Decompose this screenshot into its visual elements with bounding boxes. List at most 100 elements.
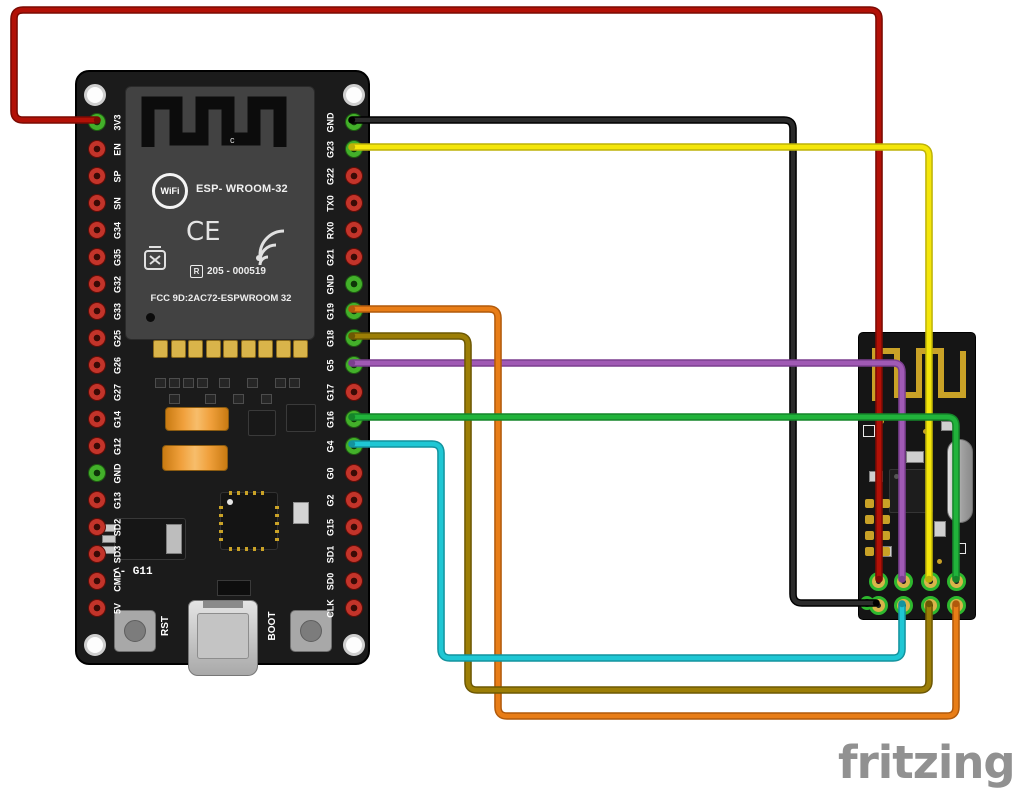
compliance-icon (144, 246, 166, 270)
rst-button-cap[interactable] (124, 620, 146, 642)
ce-mark: CE (186, 217, 221, 247)
castellated-pad (170, 340, 186, 358)
esp32-pin-rx0-right[interactable] (345, 221, 363, 239)
via-dot (923, 429, 928, 434)
esp32-pin-sn-left[interactable] (88, 194, 106, 212)
esp32-pin-g15-right[interactable] (345, 518, 363, 536)
module-dot (146, 313, 155, 322)
castellated-pad (240, 340, 256, 358)
esp32-pin-5v-left[interactable] (88, 599, 106, 617)
spare-pad (865, 499, 874, 508)
esp32-pin-gnd-left[interactable] (88, 464, 106, 482)
esp32-pin-label: CLK (325, 598, 336, 618)
esp32-pin-sd1-right[interactable] (345, 545, 363, 563)
smd-part (289, 378, 300, 388)
castellated-pad (188, 340, 203, 358)
mounting-hole (84, 84, 106, 106)
esp32-pin-g13-left[interactable] (88, 491, 106, 509)
smd-part (205, 394, 216, 404)
esp32-pin-g27-left[interactable] (88, 383, 106, 401)
esp32-pin-g35-left[interactable] (88, 248, 106, 266)
transistor (248, 410, 276, 436)
esp32-pin-g19-right[interactable] (345, 302, 363, 320)
boot-button[interactable] (290, 610, 332, 652)
esp32-pin-g32-left[interactable] (88, 275, 106, 293)
esp32-pin-g18-right[interactable] (345, 329, 363, 347)
esp32-pin-g4-right[interactable] (345, 437, 363, 455)
smd-part (233, 394, 244, 404)
spare-pad (881, 531, 890, 540)
esp32-pin-gnd-right[interactable] (345, 113, 363, 131)
nrf24-header-pin-r2c4[interactable] (946, 595, 966, 615)
smd-part (155, 378, 166, 388)
r-mark: R (190, 265, 203, 278)
wire-cyan-g4[interactable] (348, 440, 906, 662)
esp32-pin-g26-left[interactable] (88, 356, 106, 374)
esp32-pin-g5-right[interactable] (345, 356, 363, 374)
esp32-pin-3v3-left[interactable] (88, 113, 106, 131)
capacitor (162, 445, 228, 471)
esp32-pin-g0-right[interactable] (345, 464, 363, 482)
esp32-pin-sp-left[interactable] (88, 167, 106, 185)
castellated-pad (293, 340, 308, 358)
nrf24l01-module[interactable] (858, 332, 976, 620)
esp32-pin-sd2-left[interactable] (88, 518, 106, 536)
mounting-hole (343, 84, 365, 106)
nrf24-header-pin-r1c1[interactable] (868, 571, 888, 591)
esp32-pin-sd3-left[interactable] (88, 545, 106, 563)
nrf24-header-pin-r1c4[interactable] (946, 571, 966, 591)
spare-pad (881, 547, 890, 556)
smd-part (169, 394, 180, 404)
castellated-pad (153, 340, 168, 358)
esp32-pin-sd0-right[interactable] (345, 572, 363, 590)
smd-part (261, 394, 272, 404)
wire-black-gnd[interactable] (348, 116, 880, 607)
esp32-pin-g21-right[interactable] (345, 248, 363, 266)
capacitor (869, 471, 883, 482)
nrf24-header-pin-r2c3[interactable] (920, 595, 940, 615)
esp32-pin-en-left[interactable] (88, 140, 106, 158)
nrf24-header-pin-r1c2[interactable] (893, 571, 913, 591)
nrf24-header-pin-r2c2[interactable] (893, 595, 913, 615)
nrf24-header-pin-r1c3[interactable] (920, 571, 940, 591)
antenna-mark-label: c (230, 135, 235, 145)
esp32-pin-g25-left[interactable] (88, 329, 106, 347)
voltage-regulator (114, 518, 186, 560)
boot-button-cap[interactable] (300, 620, 322, 642)
esp32-pin-g12-left[interactable] (88, 437, 106, 455)
esp32-pin-g16-right[interactable] (345, 410, 363, 428)
esp32-pin-g23-right[interactable] (345, 140, 363, 158)
esp32-devkit-board[interactable]: c WiFi ESP- WROOM-32 CE R 205 - 000519 (75, 70, 370, 676)
castellated-pad (258, 340, 273, 358)
castellated-pad (223, 340, 238, 358)
esp32-pin-g34-left[interactable] (88, 221, 106, 239)
esp32-pin-cmd-left[interactable] (88, 572, 106, 590)
fcc-id-label: FCC 9D:2AC72-ESPWROOM 32 (150, 293, 292, 304)
wifi-logo: WiFi (152, 173, 188, 209)
esp32-pin-g22-right[interactable] (345, 167, 363, 185)
esp32-pin-g14-left[interactable] (88, 410, 106, 428)
crystal-oscillator (947, 439, 973, 523)
esp32-pin-g33-left[interactable] (88, 302, 106, 320)
spare-pad (865, 531, 874, 540)
micro-usb-connector[interactable] (188, 600, 258, 676)
wire-yellow-g23[interactable] (348, 143, 933, 583)
esp32-pin-g2-right[interactable] (345, 491, 363, 509)
smd-part (217, 580, 251, 596)
esp32-pin-clk-right[interactable] (345, 599, 363, 617)
esp32-pin-gnd-right[interactable] (345, 275, 363, 293)
wire-olive-g18[interactable] (348, 332, 933, 694)
esp32-pin-tx0-right[interactable] (345, 194, 363, 212)
spare-pad (881, 515, 890, 524)
rf-signal-icon (256, 229, 285, 265)
mounting-hole (343, 634, 365, 656)
wire-purple-g5[interactable] (348, 359, 906, 583)
spare-pad (865, 547, 874, 556)
esp32-pin-g17-right[interactable] (345, 383, 363, 401)
rst-button[interactable] (114, 610, 156, 652)
led (293, 502, 309, 524)
fritzing-watermark: fritzing (838, 736, 1016, 789)
pcb-antenna-icon (141, 96, 287, 147)
nrf-ground-pad[interactable] (860, 596, 874, 610)
